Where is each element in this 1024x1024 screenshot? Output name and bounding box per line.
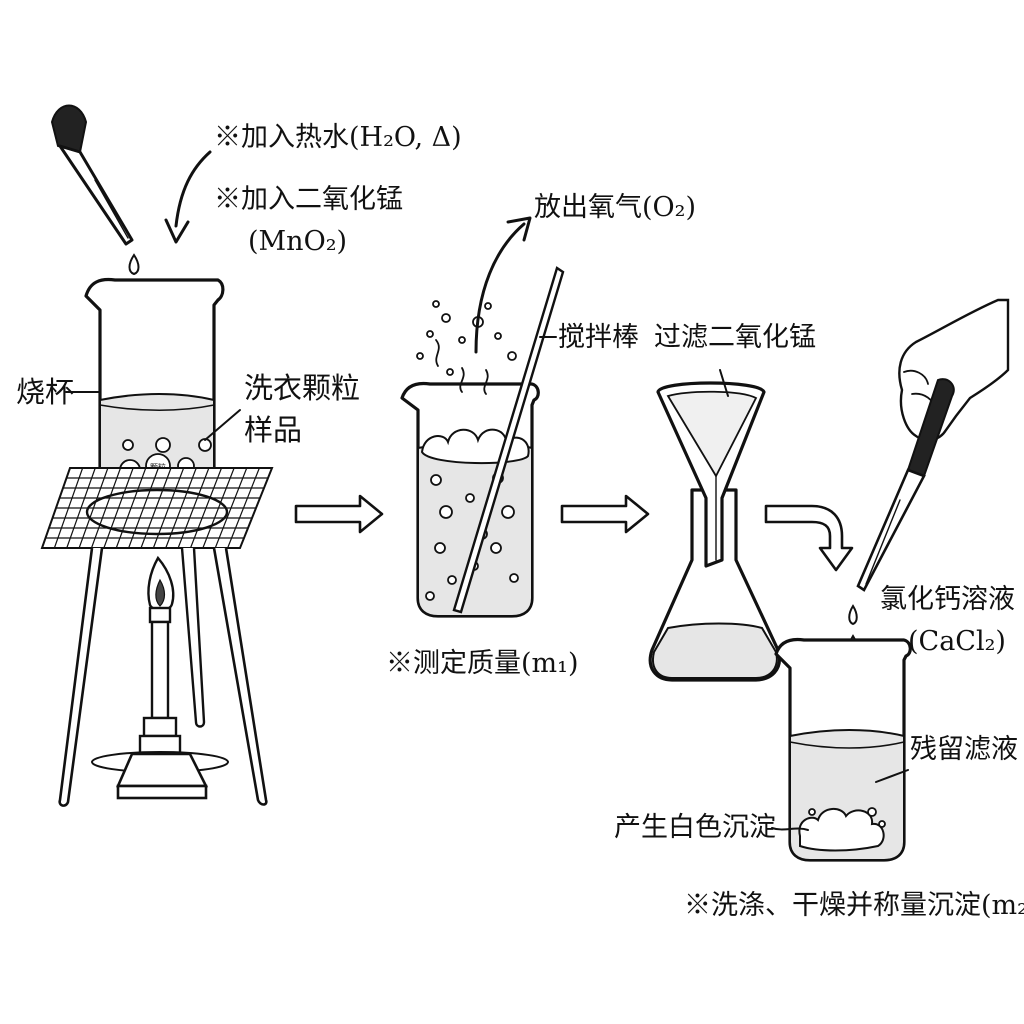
white-precipitate (798, 808, 885, 852)
label-add-mno2-formula: (MnO₂) (248, 226, 347, 257)
leader-precipitate (771, 827, 809, 831)
stage-2-reaction: 放出氧气(O₂) 搅拌棒 ※测定质量(m₁) (386, 192, 696, 679)
flow-arrow-2 (560, 494, 650, 534)
steam (435, 339, 440, 367)
label-add-hot-water: ※加入热水(H₂O, Δ) (214, 122, 462, 153)
oxygen-arrow (474, 222, 526, 354)
bubble (441, 313, 451, 323)
leader-sample (204, 409, 241, 441)
bubble (494, 332, 502, 340)
label-beaker: 烧杯 (16, 375, 74, 409)
bubble (434, 542, 446, 554)
filter-paper (666, 390, 758, 478)
bubble (430, 474, 442, 486)
label-add-mno2: ※加入二氧化锰 (214, 184, 403, 215)
label-sample-1: 洗衣颗粒 (244, 371, 360, 405)
leader-residual (875, 769, 909, 783)
steam (483, 369, 489, 395)
drop (848, 604, 858, 626)
bubble (425, 591, 435, 601)
bubble (484, 302, 492, 310)
label-wash-dry-weigh: ※洗涤、干燥并称量沉淀(m₂) (684, 890, 1024, 921)
stage-3-filtration: 过滤二氧化锰 (648, 322, 816, 682)
stirring-rod (452, 266, 565, 614)
label-filter-mno2: 过滤二氧化锰 (654, 322, 816, 353)
bubble (446, 368, 454, 376)
alcohol-burner (91, 555, 229, 800)
bubble (416, 352, 424, 360)
bubble (432, 300, 440, 308)
flow-arrow-3 (764, 504, 854, 572)
wire-gauze (40, 467, 274, 549)
add-arrow (164, 150, 212, 244)
dropper-cacl2 (906, 378, 955, 478)
leader-filter (719, 369, 729, 397)
bubble (458, 336, 466, 344)
hand (898, 298, 1010, 442)
bubble (501, 505, 515, 519)
bubble (465, 493, 475, 503)
label-sample-2: 样品 (244, 413, 302, 447)
bubble (439, 505, 453, 519)
bubble (507, 351, 517, 361)
stage-1-heating: 颗粒 颗粒 颗粒 颗粒 (16, 104, 462, 807)
flask-filtrate (652, 622, 778, 679)
flow-arrow-1 (294, 494, 384, 534)
label-residual-filtrate: 残留滤液 (910, 734, 1018, 765)
label-white-precipitate: 产生白色沉淀 (614, 812, 776, 843)
label-cacl2-formula: (CaCl₂) (908, 626, 1006, 657)
stage-4-precipitation: 氯化钙溶液 (CaCl₂) 残留滤液 产生白色沉淀 ※洗涤、干燥并称量沉淀(m₂… (614, 298, 1024, 921)
reaction-liquid (417, 441, 533, 617)
steam (459, 367, 465, 393)
bubble (426, 330, 434, 338)
tripod-stand (58, 547, 268, 807)
bubble (509, 573, 519, 583)
label-stir-rod: 搅拌棒 (558, 322, 639, 353)
bubble (490, 542, 502, 554)
label-measure-m1: ※测定质量(m₁) (386, 648, 579, 679)
dropper-hot-water (50, 104, 140, 276)
bubble (447, 575, 457, 585)
label-cacl2: 氯化钙溶液 (880, 584, 1015, 615)
label-oxygen: 放出氧气(O₂) (534, 192, 696, 223)
